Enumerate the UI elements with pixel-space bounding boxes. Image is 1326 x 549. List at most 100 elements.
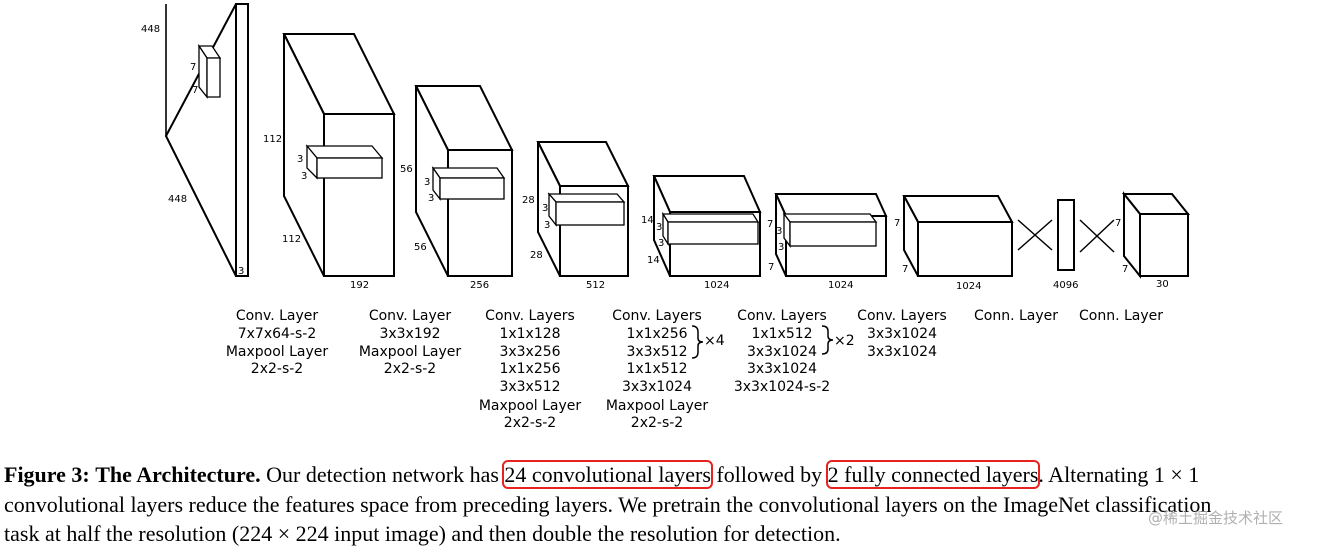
caption-line-3: task at half the resolution (224 × 224 i… — [4, 521, 841, 546]
dim-b1-h: 112 — [263, 134, 282, 145]
dim-out-w: 7 — [1122, 264, 1128, 275]
repeat-x4: ×4 — [704, 333, 725, 349]
svg-text:Conv. Layers: Conv. Layers — [612, 308, 702, 324]
dim-out-h: 7 — [1115, 218, 1121, 229]
block-input — [164, 3, 249, 277]
dim-b1-d: 192 — [350, 280, 369, 291]
block-3 — [536, 141, 630, 277]
svg-text:1x1x256: 1x1x256 — [626, 326, 687, 342]
dim-b6-w: 7 — [902, 264, 908, 275]
kernel-b4-a: 3 — [656, 222, 662, 233]
dim-b5-h: 7 — [767, 219, 773, 230]
block-5 — [774, 193, 888, 277]
dim-b2-h: 56 — [400, 164, 413, 175]
highlight-conv-layers: 24 convolutional layers — [502, 460, 713, 489]
brace-x2 — [821, 325, 834, 355]
layer-label-7: Conn. Layer — [974, 308, 1058, 324]
svg-text:Conv. Layer: Conv. Layer — [236, 308, 319, 324]
dim-out-d: 30 — [1156, 279, 1169, 290]
svg-text:Maxpool Layer: Maxpool Layer — [606, 398, 709, 414]
kernel-b4-b: 3 — [658, 238, 664, 249]
dim-input-h: 448 — [141, 24, 160, 35]
caption-text-2: followed by — [710, 462, 828, 487]
connector-2 — [1079, 219, 1115, 253]
svg-text:3x3x1024: 3x3x1024 — [867, 326, 937, 342]
dim-input-d: 3 — [238, 266, 244, 277]
svg-text:Conv. Layer: Conv. Layer — [369, 308, 452, 324]
block-out — [1121, 191, 1191, 279]
yolo-architecture-diagram: 448 448 3 7 7 112 112 192 3 3 56 56 256 … — [141, 3, 1191, 431]
svg-text:Maxpool Layer: Maxpool Layer — [226, 344, 329, 360]
kernel-input — [197, 43, 222, 99]
kernel-5 — [782, 212, 878, 248]
svg-text:1x1x512: 1x1x512 — [626, 361, 687, 377]
svg-text:7x7x64-s-2: 7x7x64-s-2 — [238, 326, 317, 342]
figure-label: Figure 3: — [4, 462, 90, 487]
layer-label-6: Conv. Layers 3x3x1024 3x3x1024 — [857, 308, 947, 360]
layer-label-5: Conv. Layers 1x1x512 3x3x1024 3x3x1024 3… — [734, 308, 830, 395]
svg-text:3x3x192: 3x3x192 — [379, 326, 440, 342]
dim-b5-d: 1024 — [828, 280, 853, 291]
svg-text:3x3x512: 3x3x512 — [626, 344, 687, 360]
svg-text:Conv. Layers: Conv. Layers — [485, 308, 575, 324]
repeat-x2: ×2 — [834, 333, 855, 349]
svg-text:2x2-s-2: 2x2-s-2 — [631, 415, 683, 431]
kernel-3 — [547, 192, 626, 227]
svg-text:2x2-s-2: 2x2-s-2 — [384, 361, 436, 377]
svg-text:1x1x512: 1x1x512 — [751, 326, 812, 342]
caption-line-2: convolutional layers reduce the features… — [4, 491, 1212, 517]
kernel-input-a: 7 — [190, 62, 196, 73]
kernel-b5-a: 3 — [776, 226, 782, 237]
block-2 — [414, 85, 514, 277]
svg-text:3x3x1024: 3x3x1024 — [622, 379, 692, 395]
kernel-input-b: 7 — [192, 85, 198, 96]
block-6 — [902, 195, 1014, 277]
kernel-b3-b: 3 — [544, 220, 550, 231]
kernel-1 — [305, 144, 384, 180]
layer-label-4: Conv. Layers 1x1x256 3x3x512 1x1x512 3x3… — [606, 308, 709, 431]
dim-input-w: 448 — [168, 194, 187, 205]
layer-label-8: Conn. Layer — [1079, 308, 1163, 324]
watermark: @稀土掘金技术社区 — [1148, 509, 1284, 527]
svg-text:3x3x512: 3x3x512 — [499, 379, 560, 395]
dim-b4-d: 1024 — [704, 280, 729, 291]
svg-text:Maxpool Layer: Maxpool Layer — [479, 398, 582, 414]
svg-text:3x3x1024: 3x3x1024 — [867, 344, 937, 360]
svg-text:1x1x256: 1x1x256 — [499, 361, 560, 377]
dim-b2-d: 256 — [470, 280, 489, 291]
kernel-b5-b: 3 — [778, 242, 784, 253]
svg-text:3x3x1024: 3x3x1024 — [747, 344, 817, 360]
kernel-b1-b: 3 — [301, 171, 307, 182]
dim-b3-w: 28 — [530, 250, 543, 261]
kernel-4 — [661, 211, 760, 247]
dim-b3-h: 28 — [522, 195, 535, 206]
svg-text:3x3x1024-s-2: 3x3x1024-s-2 — [734, 379, 830, 395]
dim-b2-w: 56 — [414, 242, 427, 253]
block-fc — [1057, 199, 1075, 271]
highlight-fc-layers: 2 fully connected layers — [825, 460, 1041, 489]
dim-fc: 4096 — [1053, 280, 1078, 291]
kernel-b2-a: 3 — [424, 177, 430, 188]
layer-label-2: Conv. Layer 3x3x192 Maxpool Layer 2x2-s-… — [359, 308, 462, 377]
dim-b6-d: 1024 — [956, 281, 981, 292]
figure-caption: Figure 3: The Architecture. Our detectio… — [4, 460, 1322, 549]
kernel-2 — [431, 165, 506, 201]
dim-b1-w: 112 — [282, 234, 301, 245]
dim-b5-w: 7 — [768, 262, 774, 273]
svg-text:2x2-s-2: 2x2-s-2 — [504, 415, 556, 431]
dim-b6-h: 7 — [894, 218, 900, 229]
layer-label-1: Conv. Layer 7x7x64-s-2 Maxpool Layer 2x2… — [226, 308, 329, 377]
brace-x4 — [691, 325, 704, 359]
caption-text-3: . Alternating 1 × 1 — [1038, 462, 1200, 487]
svg-text:2x2-s-2: 2x2-s-2 — [251, 361, 303, 377]
svg-text:3x3x1024: 3x3x1024 — [747, 361, 817, 377]
dim-b3-d: 512 — [586, 280, 605, 291]
kernel-b3-a: 3 — [542, 203, 548, 214]
caption-text-1: Our detection network has — [260, 462, 505, 487]
kernel-b2-b: 3 — [428, 193, 434, 204]
svg-text:Maxpool Layer: Maxpool Layer — [359, 344, 462, 360]
layer-label-3: Conv. Layers 1x1x128 3x3x256 1x1x256 3x3… — [479, 308, 582, 431]
kernel-b1-a: 3 — [297, 154, 303, 165]
svg-text:Conv. Layers: Conv. Layers — [857, 308, 947, 324]
caption-line-1: Figure 3: The Architecture. Our detectio… — [4, 460, 1322, 490]
